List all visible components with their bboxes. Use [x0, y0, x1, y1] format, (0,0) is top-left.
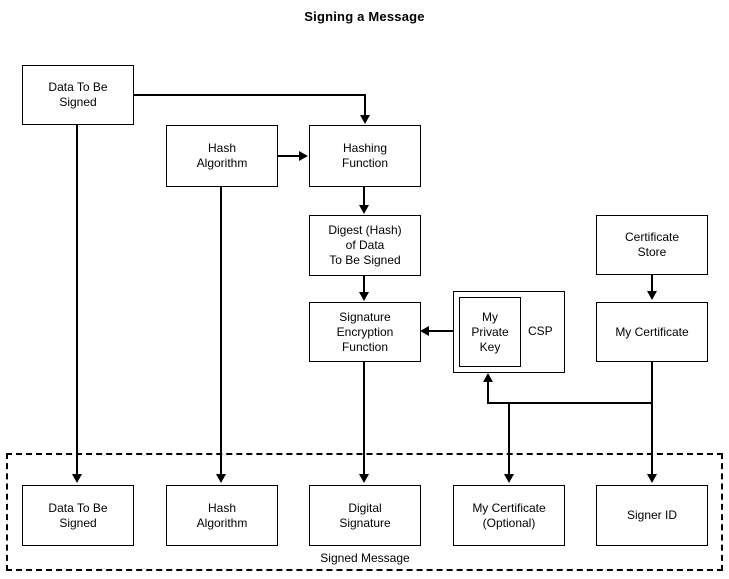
edge-branch-up-to-private-key — [487, 382, 489, 404]
node-signature-encryption-function[interactable]: Signature Encryption Function — [309, 302, 421, 362]
edge-my-certificate-branch-horizontal — [487, 402, 653, 404]
arrowhead-into-digital-signature — [359, 474, 369, 483]
node-data-to-be-signed-source[interactable]: Data To Be Signed — [22, 65, 134, 125]
node-my-private-key[interactable]: My Private Key — [459, 297, 521, 367]
node-digest[interactable]: Digest (Hash) of Data To Be Signed — [309, 215, 421, 276]
edge-digest-to-signature-encryption — [363, 276, 365, 294]
edge-branch-down-to-my-certificate-optional — [508, 402, 510, 475]
edge-certificate-store-to-my-certificate — [651, 275, 653, 293]
edge-data-to-hashing-horizontal — [134, 94, 366, 96]
arrowhead-into-signature-encryption-function — [359, 292, 369, 301]
node-signer-id[interactable]: Signer ID — [596, 485, 708, 546]
arrowhead-into-hashing-function — [360, 115, 370, 124]
arrowhead-into-signer-id — [647, 474, 657, 483]
arrowhead-into-my-certificate — [647, 291, 657, 300]
arrowhead-into-digest — [359, 205, 369, 214]
arrowhead-into-hashing-function-from-hash-algorithm — [299, 151, 308, 161]
edge-hash-top-to-hash-bottom — [220, 187, 222, 475]
edge-signature-encryption-to-digital-signature — [363, 362, 365, 475]
arrowhead-into-signature-encryption-function-from-key — [420, 326, 429, 336]
signed-message-label: Signed Message — [320, 551, 410, 565]
arrowhead-into-my-certificate-optional — [504, 474, 514, 483]
arrowhead-into-data-to-be-signed-bottom — [72, 474, 82, 483]
arrowhead-into-my-private-key — [483, 373, 493, 382]
edge-hash-algorithm-to-hashing-function — [277, 155, 301, 157]
edge-data-to-hashing-vertical — [364, 94, 366, 117]
node-data-to-be-signed-output[interactable]: Data To Be Signed — [22, 485, 134, 546]
arrowhead-into-hash-algorithm-bottom — [216, 474, 226, 483]
edge-my-certificate-to-signer-id — [651, 362, 653, 475]
edge-data-top-to-data-bottom — [76, 125, 78, 475]
node-my-certificate[interactable]: My Certificate — [596, 302, 708, 362]
csp-label: CSP — [528, 324, 553, 338]
node-hashing-function[interactable]: Hashing Function — [309, 125, 421, 187]
node-certificate-store[interactable]: Certificate Store — [596, 215, 708, 275]
node-hash-algorithm-output[interactable]: Hash Algorithm — [166, 485, 278, 546]
node-my-certificate-optional[interactable]: My Certificate (Optional) — [453, 485, 565, 546]
node-digital-signature[interactable]: Digital Signature — [309, 485, 421, 546]
edge-private-key-to-signature-encryption — [429, 330, 459, 332]
page-title: Signing a Message — [304, 9, 425, 24]
edge-hashing-function-to-digest — [363, 187, 365, 207]
node-hash-algorithm-source[interactable]: Hash Algorithm — [166, 125, 278, 187]
